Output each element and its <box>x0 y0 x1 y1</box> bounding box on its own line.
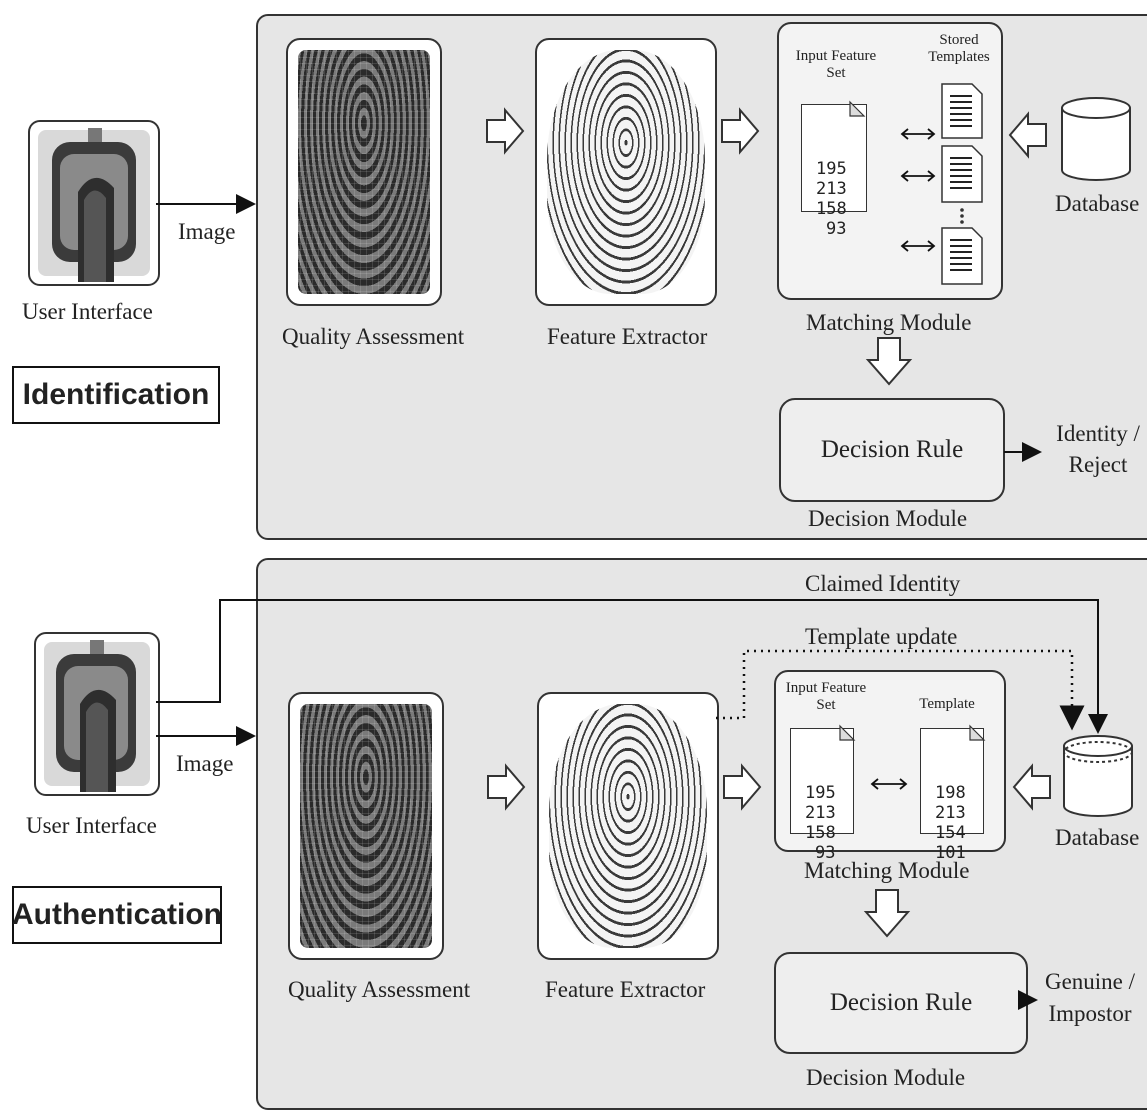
input-value: 93 <box>826 219 847 239</box>
quality-assessment-image <box>288 692 444 960</box>
hollow-arrow-down-icon <box>865 337 913 386</box>
decision-rule-label: Decision Rule <box>829 989 973 1016</box>
double-arrow-icon <box>900 170 936 182</box>
claimed-identity-label: Claimed Identity <box>805 571 961 596</box>
input-value: 213 <box>805 803 836 823</box>
image-label: Image <box>176 751 234 776</box>
identity-reject-output: Identity / Reject <box>1056 421 1140 477</box>
user-interface-label: User Interface <box>22 299 153 324</box>
feature-extractor-image <box>535 38 717 306</box>
document-fold-icon <box>969 724 986 741</box>
quality-assessment-image <box>286 38 442 306</box>
hollow-arrow-down-icon <box>863 889 911 938</box>
claimed-identity-arrow <box>156 599 1108 734</box>
decision-module-label: Decision Module <box>806 1065 966 1090</box>
decision-rule-box: Decision Rule <box>774 952 1028 1054</box>
decision-module-label: Decision Module <box>808 506 968 531</box>
input-value: 195 <box>805 783 836 803</box>
database-icon <box>1063 735 1133 817</box>
hollow-arrow-right-icon <box>487 763 526 811</box>
template-value: 213 <box>935 803 966 823</box>
double-arrow-icon <box>900 240 936 252</box>
authentication-mode-label: Authentication <box>12 886 222 944</box>
input-value: 213 <box>816 179 847 199</box>
document-fold-icon <box>849 100 866 117</box>
quality-assessment-label: Quality Assessment <box>288 977 471 1002</box>
feature-extractor-image <box>537 692 719 960</box>
fingerprint-scanner-icon <box>28 120 160 286</box>
fingerprint-scanner-icon <box>34 632 160 796</box>
feature-extractor-label: Feature Extractor <box>547 324 708 349</box>
decision-rule-box: Decision Rule <box>779 398 1005 502</box>
template-value: 198 <box>935 783 966 803</box>
stored-template-icon <box>941 83 983 139</box>
matching-module-label: Matching Module <box>806 310 972 335</box>
hollow-arrow-right-icon <box>723 763 762 811</box>
hollow-arrow-right-icon <box>721 107 760 155</box>
template-update-label: Template update <box>805 624 958 649</box>
stored-template-icon <box>941 145 983 203</box>
stored-templates-title: Stored Templates <box>928 32 990 65</box>
feature-extractor-label: Feature Extractor <box>545 977 706 1002</box>
identification-mode-label: Identification <box>12 366 220 424</box>
database-icon <box>1061 97 1131 181</box>
double-arrow-icon <box>870 778 908 790</box>
input-feature-set-title: Input Feature Set <box>785 680 867 713</box>
matching-module-label: Matching Module <box>804 858 970 883</box>
decision-rule-label: Decision Rule <box>820 436 964 463</box>
input-feature-set-title: Input Feature Set <box>795 48 877 81</box>
image-label: Image <box>178 219 236 244</box>
hollow-arrow-left-icon <box>1008 111 1047 159</box>
input-value: 93 <box>815 843 836 863</box>
template-value: 101 <box>935 843 966 863</box>
quality-assessment-label: Quality Assessment <box>282 324 465 349</box>
input-value: 158 <box>816 199 847 219</box>
user-interface-label: User Interface <box>26 813 157 838</box>
genuine-impostor-output: Genuine / Impostor <box>1044 969 1136 1026</box>
template-value: 154 <box>935 823 966 843</box>
stored-template-icon <box>941 227 983 285</box>
double-arrow-icon <box>900 128 936 140</box>
template-title: Template <box>919 696 975 712</box>
database-label: Database <box>1055 825 1140 850</box>
database-label: Database <box>1055 191 1140 216</box>
hollow-arrow-right-icon <box>486 107 525 155</box>
input-value: 195 <box>816 159 847 179</box>
input-value: 158 <box>805 823 836 843</box>
template-update-arrow <box>716 649 1085 731</box>
hollow-arrow-left-icon <box>1012 763 1051 811</box>
ellipsis-icon <box>960 208 964 224</box>
document-fold-icon <box>839 724 856 741</box>
